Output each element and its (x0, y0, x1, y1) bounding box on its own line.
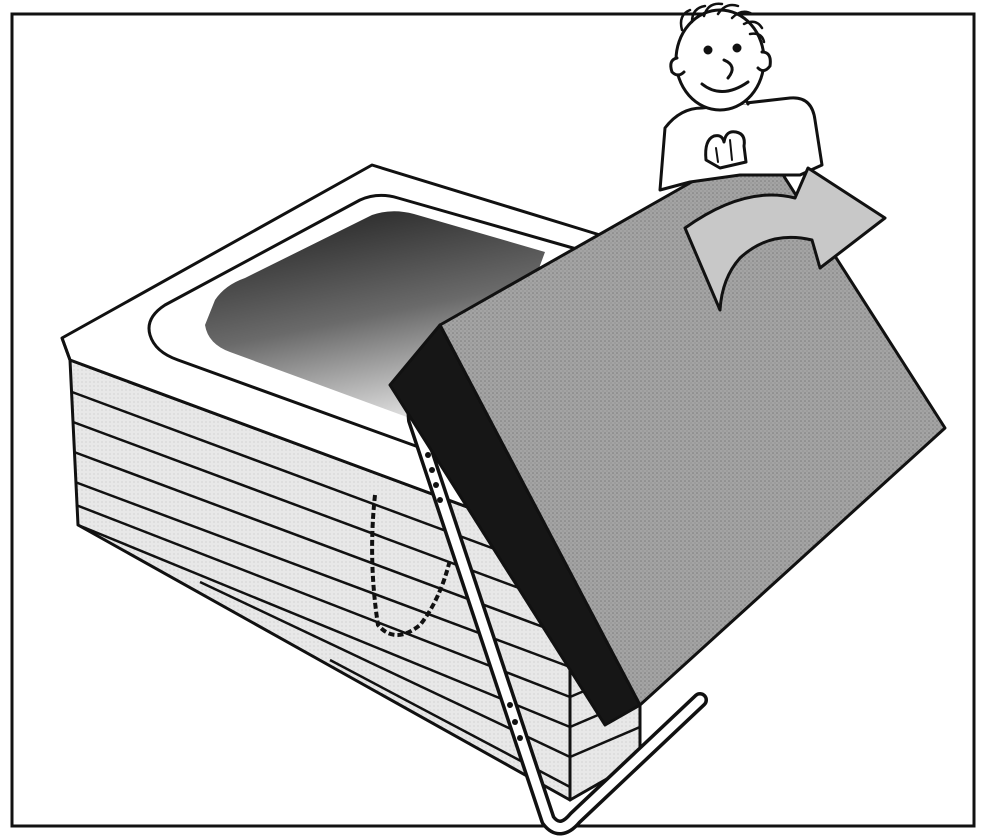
person-head (676, 10, 764, 110)
person-hands (706, 132, 746, 168)
